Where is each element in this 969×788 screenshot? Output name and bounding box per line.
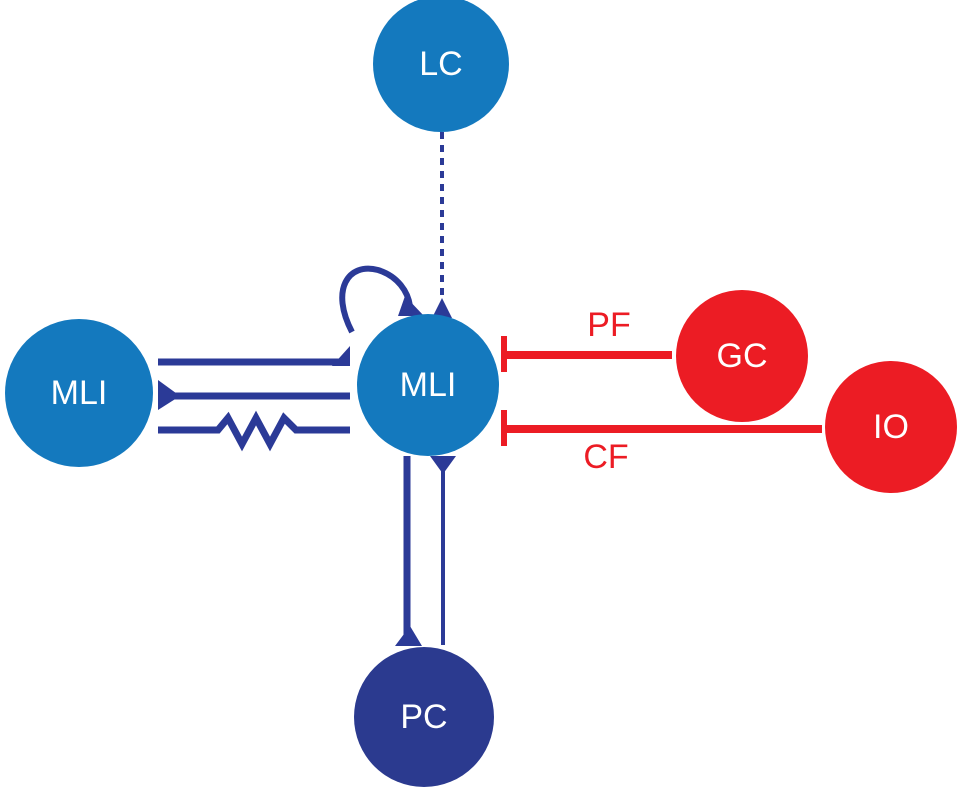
cf-label: CF	[583, 438, 628, 476]
lc-synapse-terminal	[432, 298, 452, 318]
pc-to-mli-synapse-terminal	[430, 456, 456, 474]
lc-label: LC	[419, 45, 462, 83]
gc-label: GC	[717, 337, 768, 375]
lc-circle	[373, 0, 509, 132]
mli-center-circle	[357, 314, 499, 456]
pc-circle	[354, 647, 494, 787]
mli-center-label: MLI	[400, 366, 457, 404]
mli-autapse-loop	[339, 265, 413, 334]
mli-center-node: MLI	[357, 314, 499, 456]
gc-circle	[676, 290, 808, 422]
gc-node: GC	[676, 290, 808, 422]
pf-label: PF	[587, 306, 630, 344]
lc-node: LC	[373, 0, 509, 132]
pc-label: PC	[400, 698, 447, 736]
mli-left-node: MLI	[5, 319, 153, 467]
mli-center-to-left-synapse-terminal	[158, 380, 180, 410]
mli-to-pc-synapse-terminal	[395, 626, 422, 646]
mli-left-label: MLI	[51, 374, 108, 412]
gap-junction-resistor	[158, 410, 350, 452]
autapse-synapse-terminal	[398, 296, 424, 316]
io-node: IO	[825, 361, 957, 493]
mli-left-to-center-synapse-terminal	[332, 346, 350, 366]
io-circle	[825, 361, 957, 493]
pc-node: PC	[354, 647, 494, 787]
io-label: IO	[873, 408, 909, 446]
mli-left-circle	[5, 319, 153, 467]
